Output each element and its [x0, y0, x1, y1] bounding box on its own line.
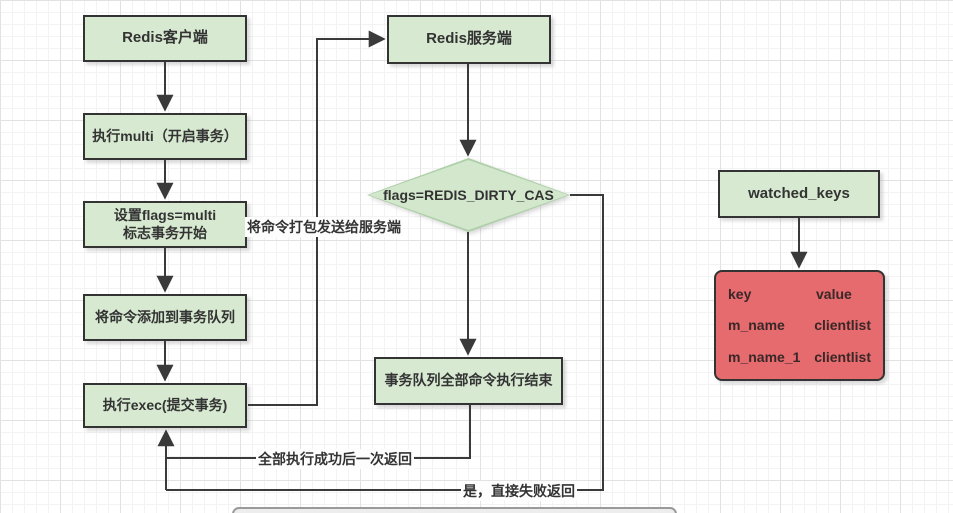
- node-watched-keys: watched_keys: [718, 170, 880, 218]
- table-row: key value: [728, 286, 871, 302]
- edge-label-success-return: 全部执行成功后一次返回: [256, 449, 414, 469]
- table-cell-value: value: [816, 285, 852, 302]
- node-set-flags-line1: 设置flags=multi: [113, 207, 217, 223]
- bottom-clipped-shape: [232, 507, 677, 513]
- table-row: m_name clientlist: [728, 317, 871, 333]
- node-queue-done: 事务队列全部命令执行结束: [374, 357, 563, 405]
- table-cell-key: key: [728, 285, 752, 302]
- node-set-flags: 设置flags=multi 标志事务开始: [83, 201, 247, 248]
- table-cell-key: m_name_1: [728, 349, 801, 366]
- table-cell-value: clientlist: [814, 317, 871, 334]
- node-set-flags-line2: 标志事务开始: [122, 224, 207, 241]
- node-exec-commit: 执行exec(提交事务): [83, 383, 247, 428]
- node-redis-client: Redis客户端: [83, 15, 247, 62]
- table-row: m_name_1 clientlist: [728, 349, 871, 365]
- table-cell-value: clientlist: [814, 349, 871, 366]
- table-cell-key: m_name: [728, 317, 785, 334]
- edge-label-fail-return: 是，直接失败返回: [461, 481, 577, 501]
- node-enqueue-command: 将命令添加到事务队列: [83, 294, 247, 341]
- watched-keys-table: key value m_name clientlist m_name_1 cli…: [714, 270, 885, 381]
- edge-label-send-packed: 将命令打包发送给服务端: [245, 217, 403, 237]
- node-exec-multi: 执行multi（开启事务）: [83, 113, 247, 160]
- node-redis-server: Redis服务端: [387, 15, 551, 64]
- decision-label: flags=REDIS_DIRTY_CAS: [383, 187, 554, 203]
